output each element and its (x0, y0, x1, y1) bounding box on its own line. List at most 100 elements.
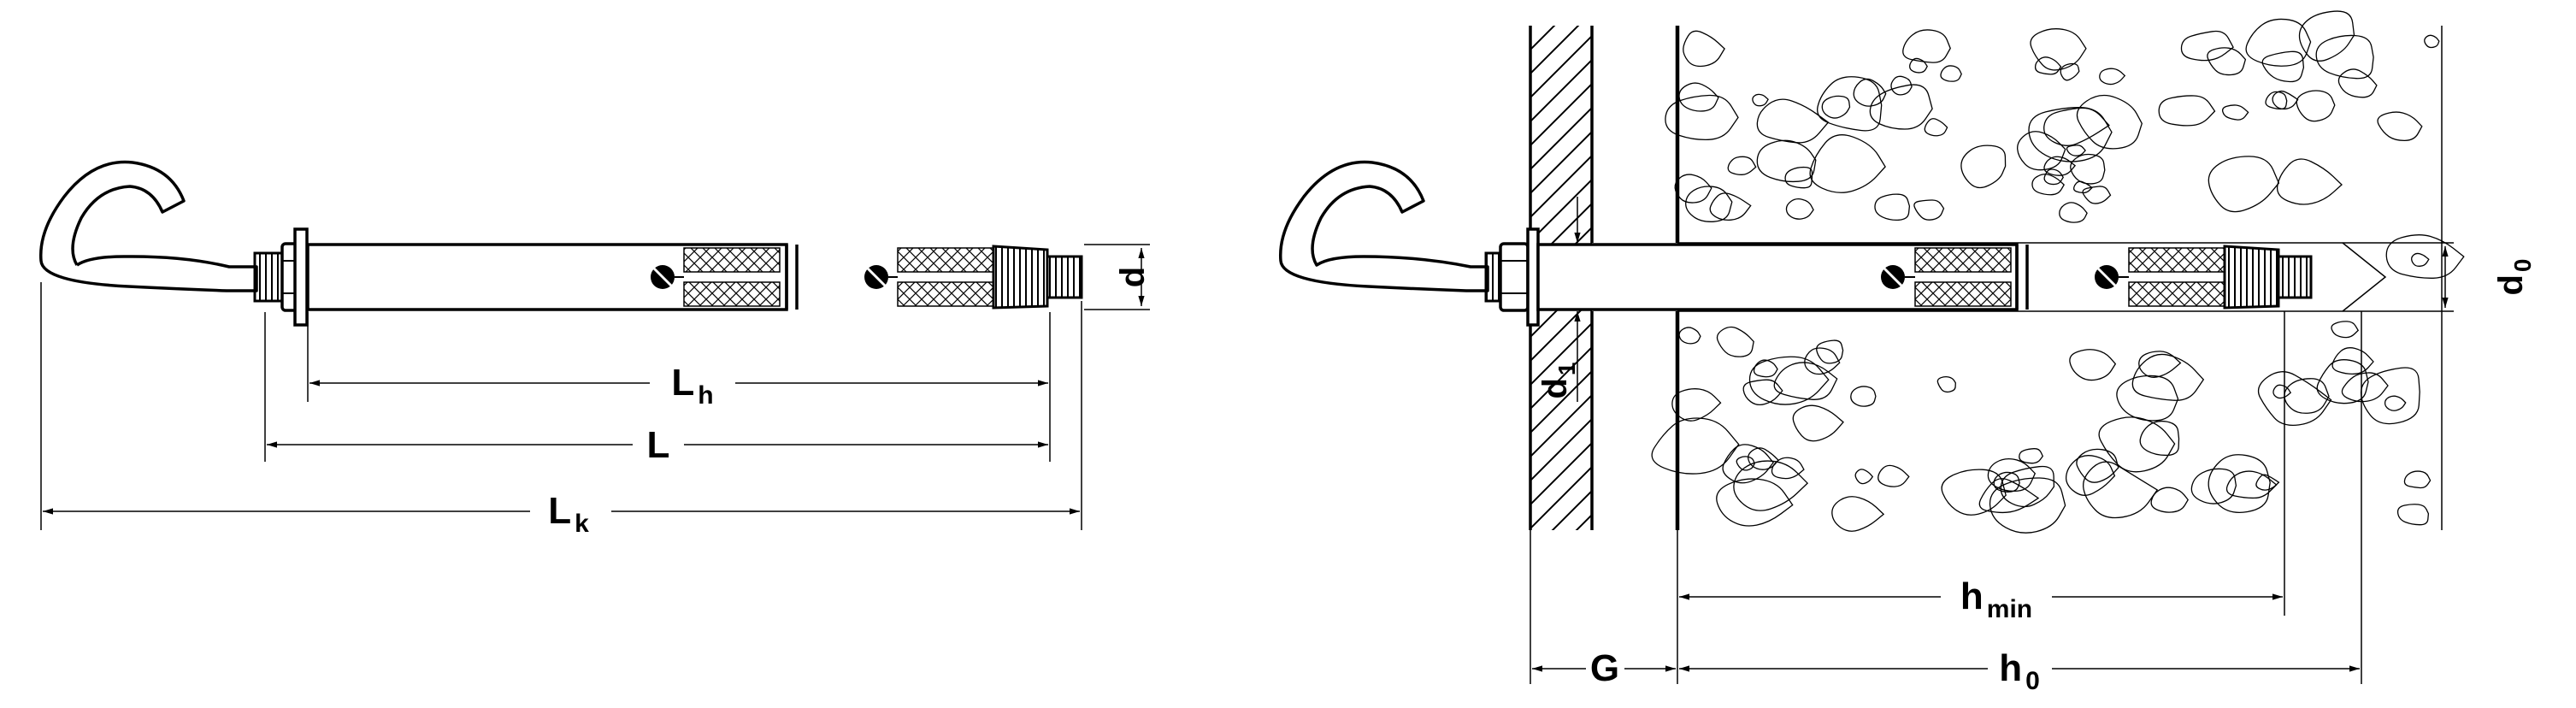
concrete-stone (2034, 56, 2062, 75)
concrete-stone (2261, 50, 2305, 83)
concrete-stone (2072, 180, 2093, 194)
concrete-stone (1756, 98, 1830, 144)
concrete-stone (1978, 478, 2040, 514)
concrete-stone (1853, 78, 1887, 107)
concrete-stone (2284, 378, 2330, 414)
concrete-stone (1816, 339, 1844, 364)
concrete-stone (2043, 107, 2110, 146)
concrete-stone (1733, 460, 1809, 511)
concrete-stone (2208, 454, 2271, 513)
concrete-stone (2043, 168, 2064, 186)
concrete-stone (2315, 34, 2374, 80)
concrete-stone (1821, 95, 1851, 119)
concrete-stone (1989, 477, 2066, 534)
concrete-stone (2131, 353, 2205, 401)
concrete-stone (1665, 94, 1739, 141)
concrete-stone (1987, 457, 2037, 493)
concrete-stone (1756, 139, 1817, 183)
concrete-stone (1913, 199, 1945, 221)
concrete-stone (1784, 166, 1813, 189)
concrete-stone (2076, 94, 2143, 150)
concrete-stone (1722, 444, 1774, 484)
concrete-stone (1850, 386, 1877, 407)
dim-label-g: G (1590, 647, 1619, 689)
concrete-stone (2396, 504, 2430, 526)
concrete-stone (1877, 464, 1910, 487)
concrete-stone (2158, 95, 2216, 127)
concrete-stone (2272, 90, 2299, 110)
concrete-stone (1874, 193, 1911, 221)
concrete-stone (2257, 371, 2332, 427)
concrete-stone (1854, 469, 1874, 485)
concrete-stone (2296, 90, 2336, 122)
concrete-stone (2341, 372, 2389, 403)
concrete-stone (1716, 326, 1754, 357)
concrete-stone (2331, 321, 2360, 339)
concrete-stone (1909, 57, 1928, 74)
concrete-stone (2066, 145, 2086, 156)
concrete-stone (2190, 468, 2237, 504)
concrete-stone (2221, 104, 2249, 121)
concrete-stone (2150, 487, 2189, 513)
concrete-stone (1960, 145, 2007, 189)
concrete-stone (2272, 384, 2292, 399)
concrete-stone (2207, 47, 2247, 76)
concrete-stone (1771, 457, 1805, 480)
concrete-stone (2082, 186, 2112, 204)
concrete-stone (2019, 448, 2044, 464)
concrete-stone (1678, 327, 1701, 345)
concrete-stone (2424, 34, 2440, 49)
concrete-stone (1936, 375, 1956, 393)
concrete-stone (2098, 416, 2176, 473)
concrete-block (1651, 10, 2465, 534)
concrete-stone (2384, 395, 2407, 411)
concrete-stone (1869, 84, 1933, 130)
concrete-stone (2030, 28, 2087, 71)
concrete-stone (1773, 362, 1838, 400)
concrete-stone (2411, 252, 2430, 267)
concrete-stone (1674, 174, 1712, 204)
concrete-stone (2059, 202, 2088, 223)
concrete-stone (2403, 470, 2432, 489)
concrete-stone (2377, 111, 2423, 142)
concrete-stone (1709, 192, 1752, 221)
concrete-stone (2316, 359, 2369, 404)
concrete-stone (2060, 62, 2080, 81)
concrete-stone (2017, 131, 2066, 171)
concrete-stone (2099, 68, 2126, 86)
concrete-stone (1671, 388, 1722, 422)
concrete-stone (2255, 474, 2280, 491)
concrete-stone (1924, 118, 1948, 137)
concrete-stone (2208, 156, 2280, 213)
concrete-stone (1748, 356, 1830, 405)
concrete-stone (2000, 465, 2055, 508)
concrete-stone (1742, 379, 1783, 406)
concrete-stone (2360, 367, 2420, 425)
concrete-stone (1716, 478, 1794, 527)
concrete-stone (2139, 420, 2180, 457)
concrete-stone (1727, 156, 1757, 175)
concrete-stone (2065, 455, 2116, 496)
concrete-stone (1902, 29, 1951, 63)
concrete-stone (1753, 359, 1778, 378)
dim-label-l: L (647, 424, 670, 466)
concrete-stone (2031, 174, 2066, 196)
concrete-stone (2069, 349, 2117, 381)
concrete-stone (1752, 93, 1769, 107)
concrete-stone (1804, 347, 1841, 375)
concrete-stone (1785, 198, 1814, 220)
concrete-stone (1651, 417, 1740, 475)
concrete-stone (2070, 153, 2106, 185)
concrete-stone (2116, 375, 2179, 422)
concrete-stone (1685, 186, 1733, 222)
hook-icon (38, 160, 258, 292)
concrete-stone (1940, 65, 1962, 82)
concrete-stone (2043, 156, 2077, 176)
